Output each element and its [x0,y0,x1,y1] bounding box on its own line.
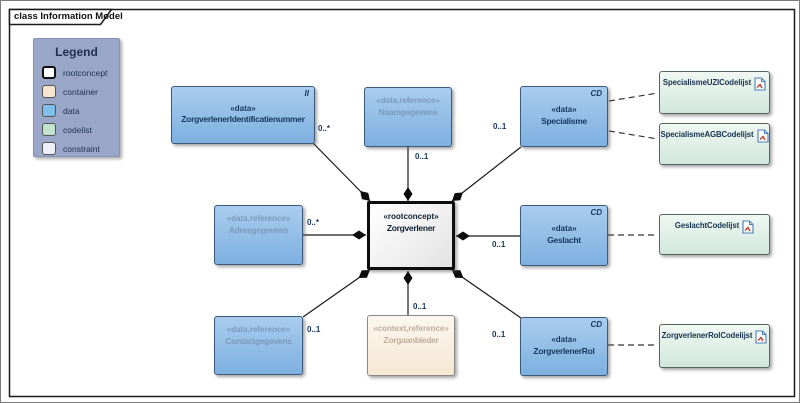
codelist-name: ZorgverlenerRolCodelijst [661,331,753,340]
class-name: ZorgverlenerIdentificatienummer [181,114,305,125]
stereotype-label: «context,reference» [373,324,449,333]
data-swatch [42,104,56,117]
frame-tab-label: class Information Model [14,11,123,22]
connector-specialisme-agbcodelijst [608,130,659,140]
class-box-naamgegevens[interactable]: «data,reference» Naamgegevens [364,87,452,147]
datatype-marker: CD [590,89,602,98]
codelist-box-specialisme-agb[interactable]: SpecialismeAGBCodelijst [659,123,770,165]
class-name: Zorgaanbieder [383,334,439,345]
multiplicity-label: 0..* [318,124,331,133]
frame-tab [8,8,113,26]
legend-item-container: container [42,84,119,99]
stereotype-label: «data» [551,105,577,115]
connector-specialisme [451,146,522,202]
legend-title: Legend [55,45,98,59]
stereotype-label: «data» [551,335,577,345]
class-name: Naamgegevens [378,106,438,117]
document-icon [754,77,766,91]
frame-border [8,8,796,398]
legend-item-label: data [63,105,80,116]
codelist-box-specialisme-uzi[interactable]: SpecialismeUZICodelijst [659,71,770,114]
legend: Legend rootconcept container data codeli… [33,38,120,157]
codelist-name: SpecialismeUZICodelijst [662,78,752,87]
class-box-contactgegevens[interactable]: «data,reference» Contactgegevens [214,316,303,375]
datatype-marker: II [304,89,309,98]
class-name: Specialisme [541,115,587,126]
class-box-zorgverlener[interactable]: «rootconcept» Zorgverlener [367,201,455,270]
legend-item-data: data [42,103,119,118]
multiplicity-label: 0..1 [492,240,506,249]
class-box-adresgegevens[interactable]: «data,reference» Adresgegevens [214,205,303,265]
class-box-zorgaanbieder[interactable]: «context,reference» Zorgaanbieder [367,315,455,376]
stereotype-label: «data,reference» [376,96,440,105]
connector-contactgegevens [302,269,371,318]
class-name: Adresgegevens [228,224,289,235]
connector-specialisme-uzicodelijst [608,92,659,102]
codelist-name: SpecialismeAGBCodelijst [660,130,754,139]
class-name: Contactgegevens [225,335,292,346]
class-box-geslacht[interactable]: CD «data» Geslacht [520,205,608,266]
document-icon [755,330,767,344]
rootconcept-swatch [42,66,56,79]
stereotype-label: «data,reference» [226,325,291,334]
legend-item-codelist: codelist [42,122,119,137]
datatype-marker: CD [590,208,602,217]
class-box-specialisme[interactable]: CD «data» Specialisme [520,86,608,147]
legend-item-label: codelist [63,124,92,135]
multiplicity-label: 0..* [307,218,320,227]
constraint-swatch [42,142,56,155]
codelist-swatch [42,123,56,136]
stereotype-label: «data» [230,103,256,113]
document-icon [756,129,769,143]
class-name: Geslacht [547,234,581,245]
multiplicity-label: 0..1 [307,325,321,334]
multiplicity-label: 0..1 [493,122,507,131]
connector-zorgverlenerrol [451,269,522,319]
connector-identificatienummer [312,142,371,202]
multiplicity-label: 0..1 [492,330,506,339]
multiplicity-label: 0..1 [415,152,429,161]
codelist-name: GeslachtCodelijst [674,221,740,230]
stereotype-label: «data,reference» [226,214,291,223]
class-box-zorgverleneridentificatienummer[interactable]: II «data» ZorgverlenerIdentificatienumme… [171,86,315,144]
legend-item-rootconcept: rootconcept [42,65,119,80]
stereotype-label: «data» [551,224,577,234]
legend-item-constraint: constraint [42,141,119,156]
legend-item-label: rootconcept [63,67,108,78]
codelist-box-zorgverlenerrol[interactable]: ZorgverlenerRolCodelijst [659,324,770,368]
container-swatch [42,85,56,98]
legend-item-label: container [63,86,98,97]
class-box-zorgverlenerrol[interactable]: CD «data» ZorgverlenerRol [520,317,608,376]
datatype-marker: CD [590,320,602,329]
codelist-box-geslacht[interactable]: GeslachtCodelijst [659,214,770,255]
stereotype-label: «rootconcept» [383,212,439,221]
legend-item-label: constraint [63,143,100,154]
class-name: Zorgverlener [386,222,436,233]
class-name: ZorgverlenerRol [533,345,595,356]
document-icon [742,220,754,234]
multiplicity-label: 0..1 [413,302,427,311]
